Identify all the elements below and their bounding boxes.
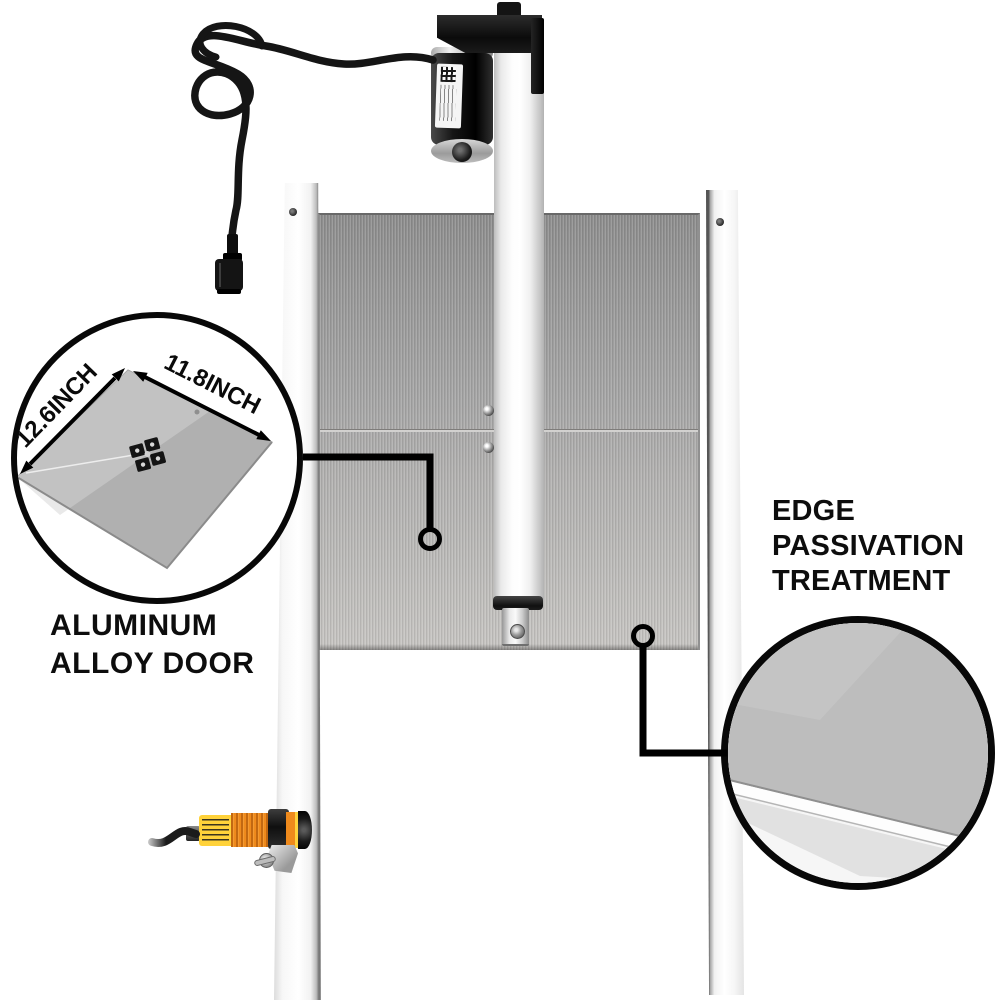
door-dimension-graphic: 12.6INCH 11.8INCH xyxy=(17,349,273,570)
motor-label-text-lines xyxy=(439,84,457,122)
plate-center-hardware xyxy=(129,437,166,472)
inset-circle-edge-closeup xyxy=(721,616,995,890)
dc-power-plug xyxy=(215,234,243,294)
left-rail xyxy=(274,183,321,1000)
inset-circle-door-dimensions: 12.6INCH 11.8INCH xyxy=(11,312,303,604)
under-edge-shadow xyxy=(728,795,988,883)
dimension-arrow-width xyxy=(140,373,264,439)
door-screw xyxy=(483,442,494,453)
arrowhead xyxy=(256,430,271,441)
arrowhead xyxy=(111,368,125,382)
actuator-rod-screw xyxy=(510,624,525,639)
arrowhead xyxy=(20,460,34,474)
plate-sheen xyxy=(17,370,210,515)
plate-scratch xyxy=(25,453,141,474)
mounting-bracket-tab xyxy=(497,2,521,17)
arrowhead xyxy=(133,371,148,382)
sensor-label-text-lines xyxy=(202,819,229,842)
motor-end-lens xyxy=(452,142,472,162)
power-cable-loop xyxy=(196,22,266,61)
right-rail xyxy=(706,190,744,995)
left-rail-screw-hole xyxy=(289,208,297,216)
dimension-arrow-height xyxy=(28,376,117,466)
motor-label xyxy=(434,63,464,129)
passivated-edge-strip xyxy=(728,780,988,856)
door-screw xyxy=(483,405,494,416)
edge-closeup-graphic xyxy=(728,623,988,883)
sensor-cable-fade xyxy=(138,820,166,850)
actuator-tube xyxy=(494,45,544,601)
edge-line xyxy=(728,778,988,844)
sensor-label xyxy=(199,815,232,846)
sensor-head-collar xyxy=(286,812,297,848)
sensor-mounting-nut xyxy=(268,809,289,849)
sensor-cable-gland xyxy=(186,826,200,841)
sensor-lens xyxy=(298,811,312,849)
light-sensor-body xyxy=(231,813,270,847)
right-rail-screw-hole xyxy=(716,218,724,226)
caption-aluminum-alloy-door: ALUMINUM ALLOY DOOR xyxy=(50,609,255,680)
sensor-head-ring xyxy=(295,812,299,848)
plate-edge-shading xyxy=(17,441,273,570)
actuator-rod-seal xyxy=(493,596,543,610)
caption-edge-passivation-treatment: EDGE PASSIVATION TREATMENT xyxy=(772,495,965,597)
mounting-bracket xyxy=(437,15,542,53)
qr-code xyxy=(440,66,457,83)
plate-hole xyxy=(194,409,200,415)
bracket-clamp xyxy=(531,18,544,94)
